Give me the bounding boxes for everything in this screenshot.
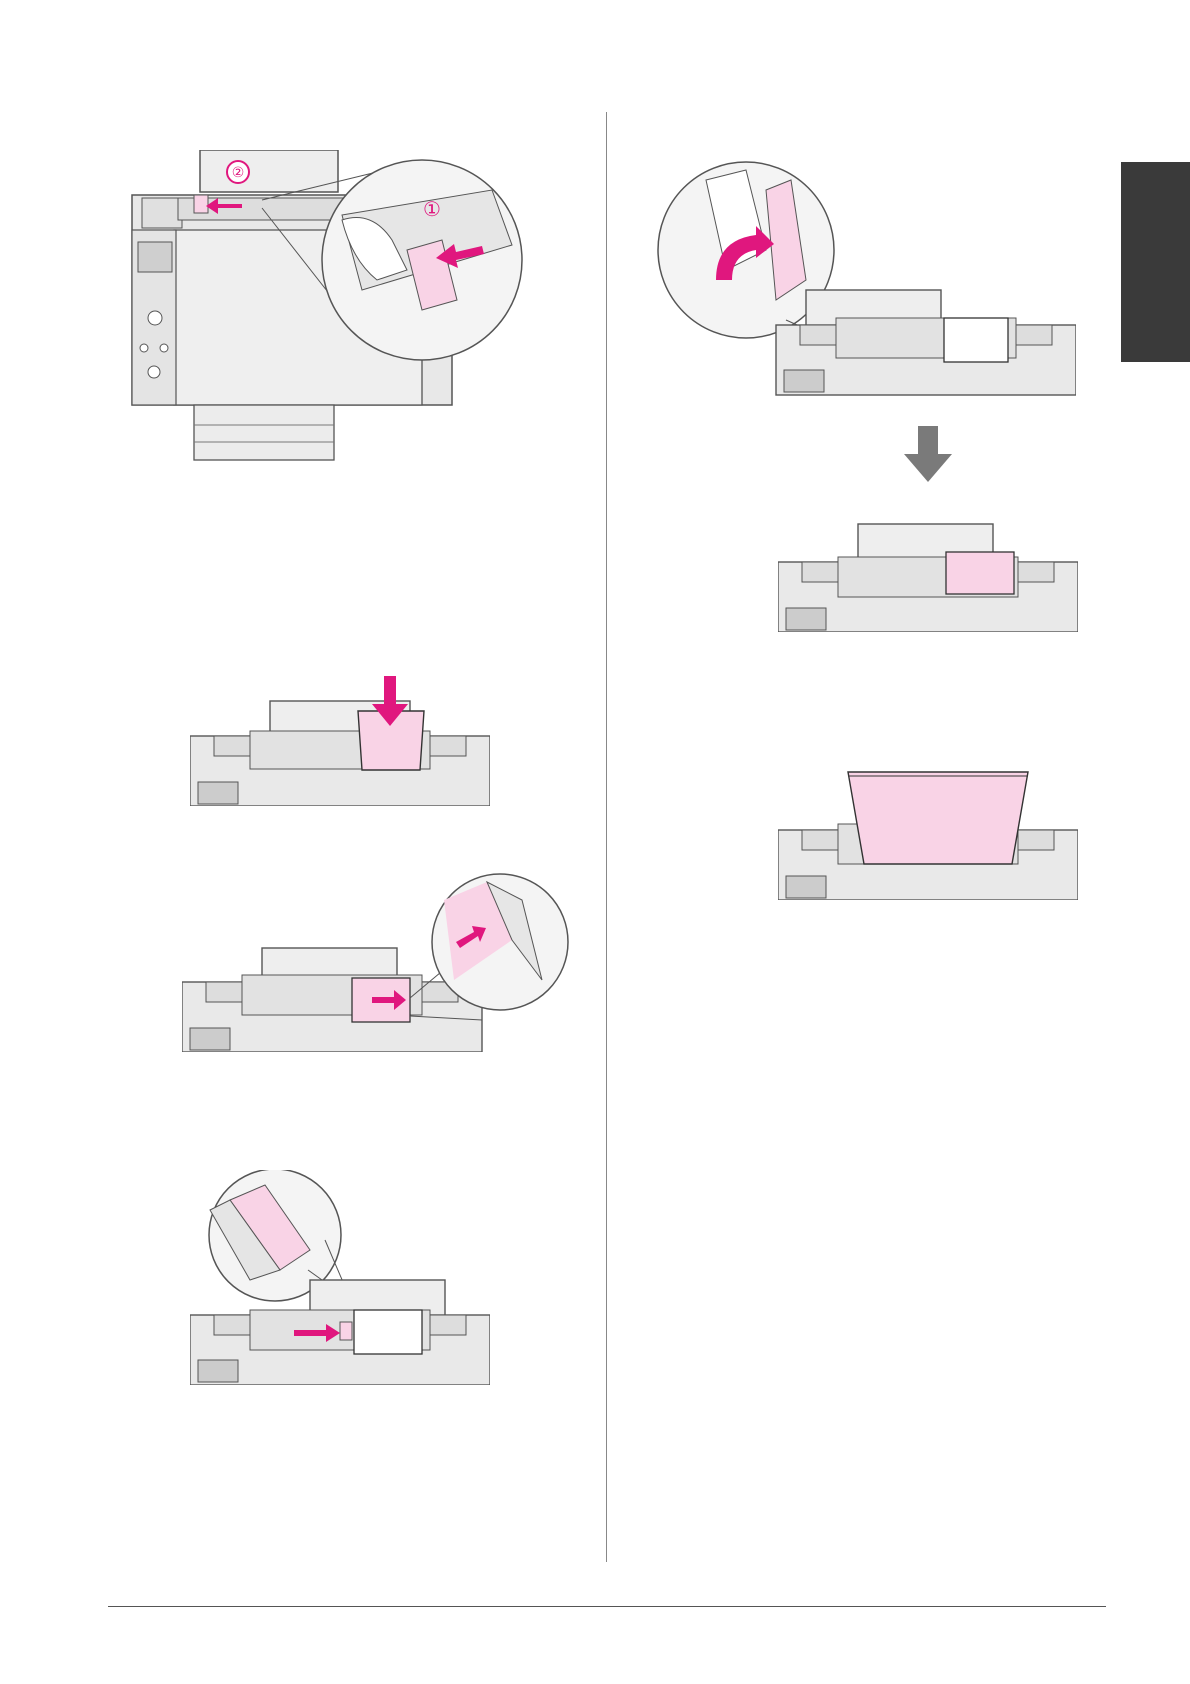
figure-flip-paper-support: [656, 160, 1076, 400]
figure-load-paper: [190, 676, 490, 806]
figure-slide-edge-guide: ② ①: [122, 150, 570, 462]
section-tab: [1121, 162, 1190, 362]
figure-paper-loaded-large: [778, 768, 1078, 900]
figure-lock-edge-guide: [190, 1170, 490, 1385]
callout-number-2: ②: [232, 165, 245, 181]
footer-rule: [108, 1606, 1106, 1607]
column-divider: [606, 112, 607, 1562]
figure-push-edge-guide: [182, 870, 572, 1052]
arrow-down-icon: [904, 426, 952, 482]
figure-paper-loaded: [778, 522, 1078, 632]
callout-number-1: ①: [423, 197, 441, 221]
step-arrow: [904, 426, 952, 482]
